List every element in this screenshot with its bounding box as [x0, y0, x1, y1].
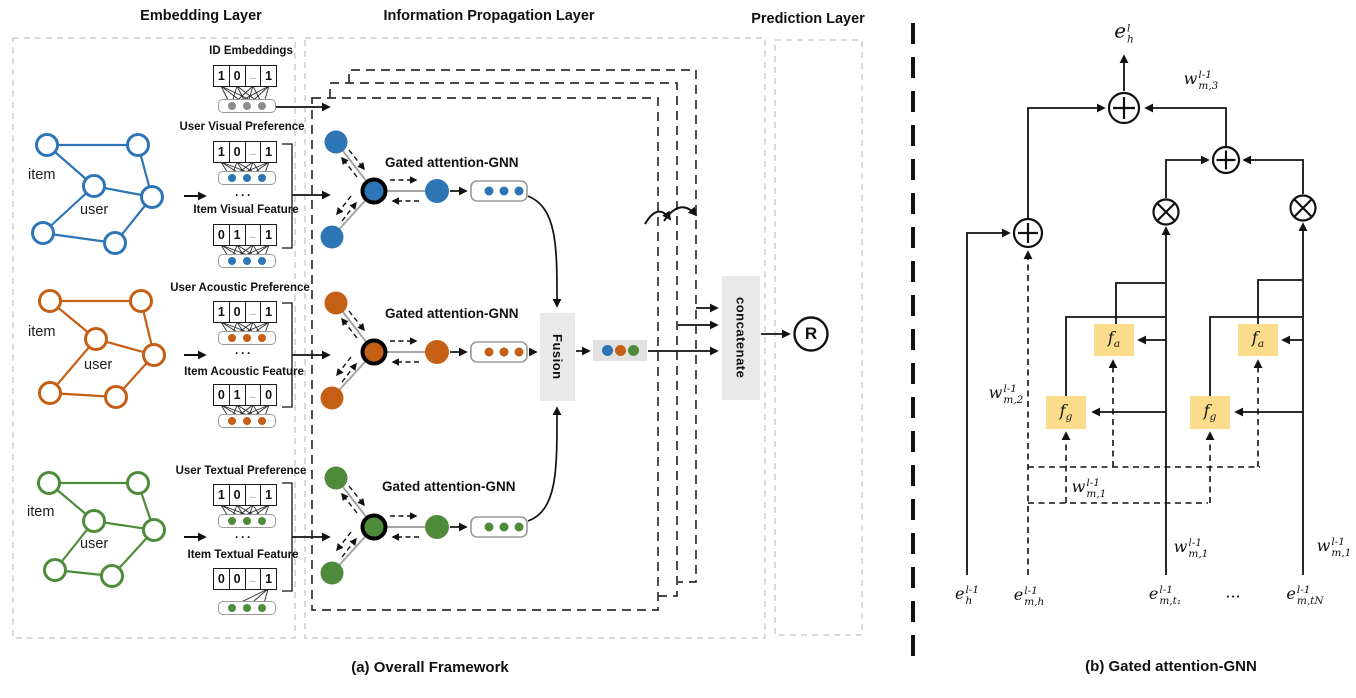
item-acoustic-dots — [218, 414, 276, 428]
item-visual-title: Item Visual Feature — [193, 204, 299, 216]
f-a-box-right: fa — [1238, 324, 1278, 356]
fused-vector — [593, 340, 647, 361]
r-label: R — [804, 324, 818, 343]
propagation-stack-frames — [311, 69, 697, 611]
user-acoustic-dots — [218, 331, 276, 345]
times-op-left — [1152, 198, 1180, 226]
propagation-layer-header: Information Propagation Layer — [383, 8, 595, 24]
caption-a: (a) Overall Framework — [351, 659, 509, 676]
plus-op-right — [1211, 145, 1241, 175]
f-g-box-right: fg — [1190, 396, 1230, 429]
visual-user-label: user — [80, 202, 109, 218]
layer-frames — [12, 37, 863, 639]
item-textual-title: Item Textual Feature — [187, 549, 299, 561]
acoustic-item-label: item — [28, 324, 56, 340]
f-a-box-left: fa — [1094, 324, 1134, 356]
prediction-r-circle — [793, 316, 829, 352]
embedding-layer-header: Embedding Layer — [140, 8, 262, 24]
concatenate-box: concatenate — [722, 276, 760, 400]
plus-op-top — [1107, 91, 1141, 125]
neighbor-ellipsis: ··· — [1225, 587, 1241, 606]
user-visual-dots — [218, 171, 276, 185]
textual-ellipsis: ··· — [235, 530, 253, 544]
user-textual-dots — [218, 514, 276, 528]
operator-nodes — [1012, 91, 1317, 249]
visual-item-label: item — [28, 167, 56, 183]
textual-item-label: item — [27, 504, 55, 520]
plus-op-left — [1012, 217, 1044, 249]
caption-b: (b) Gated attention-GNN — [1085, 658, 1257, 675]
f-g-box-left: fg — [1046, 396, 1086, 429]
id-embedding-dots — [218, 99, 276, 113]
textual-user-label: user — [80, 536, 109, 552]
gnn-label-textual: Gated attention-GNN — [382, 479, 516, 494]
gnn-label-visual: Gated attention-GNN — [385, 155, 519, 170]
acoustic-user-label: user — [84, 357, 113, 373]
user-textual-title: User Textual Preference — [175, 465, 307, 477]
gnn-label-acoustic: Gated attention-GNN — [385, 306, 519, 321]
item-acoustic-title: Item Acoustic Feature — [184, 366, 304, 378]
user-acoustic-title: User Acoustic Preference — [170, 282, 310, 294]
times-op-right — [1289, 194, 1317, 222]
fusion-flow-arrows — [527, 195, 791, 522]
item-textual-dots — [218, 601, 276, 615]
acoustic-ellipsis: ··· — [235, 346, 253, 360]
visual-ellipsis: ··· — [235, 188, 253, 202]
id-embeddings-title: ID Embeddings — [209, 45, 293, 57]
gated-gnn-dashed-lines — [1023, 250, 1263, 575]
item-visual-dots — [218, 254, 276, 268]
user-visual-title: User Visual Preference — [179, 121, 305, 133]
embedding-to-propagation-arrows — [184, 102, 331, 592]
prediction-layer-header: Prediction Layer — [751, 11, 865, 27]
gated-gnn-solid-lines — [966, 54, 1308, 575]
fusion-box: Fusion — [540, 313, 575, 401]
